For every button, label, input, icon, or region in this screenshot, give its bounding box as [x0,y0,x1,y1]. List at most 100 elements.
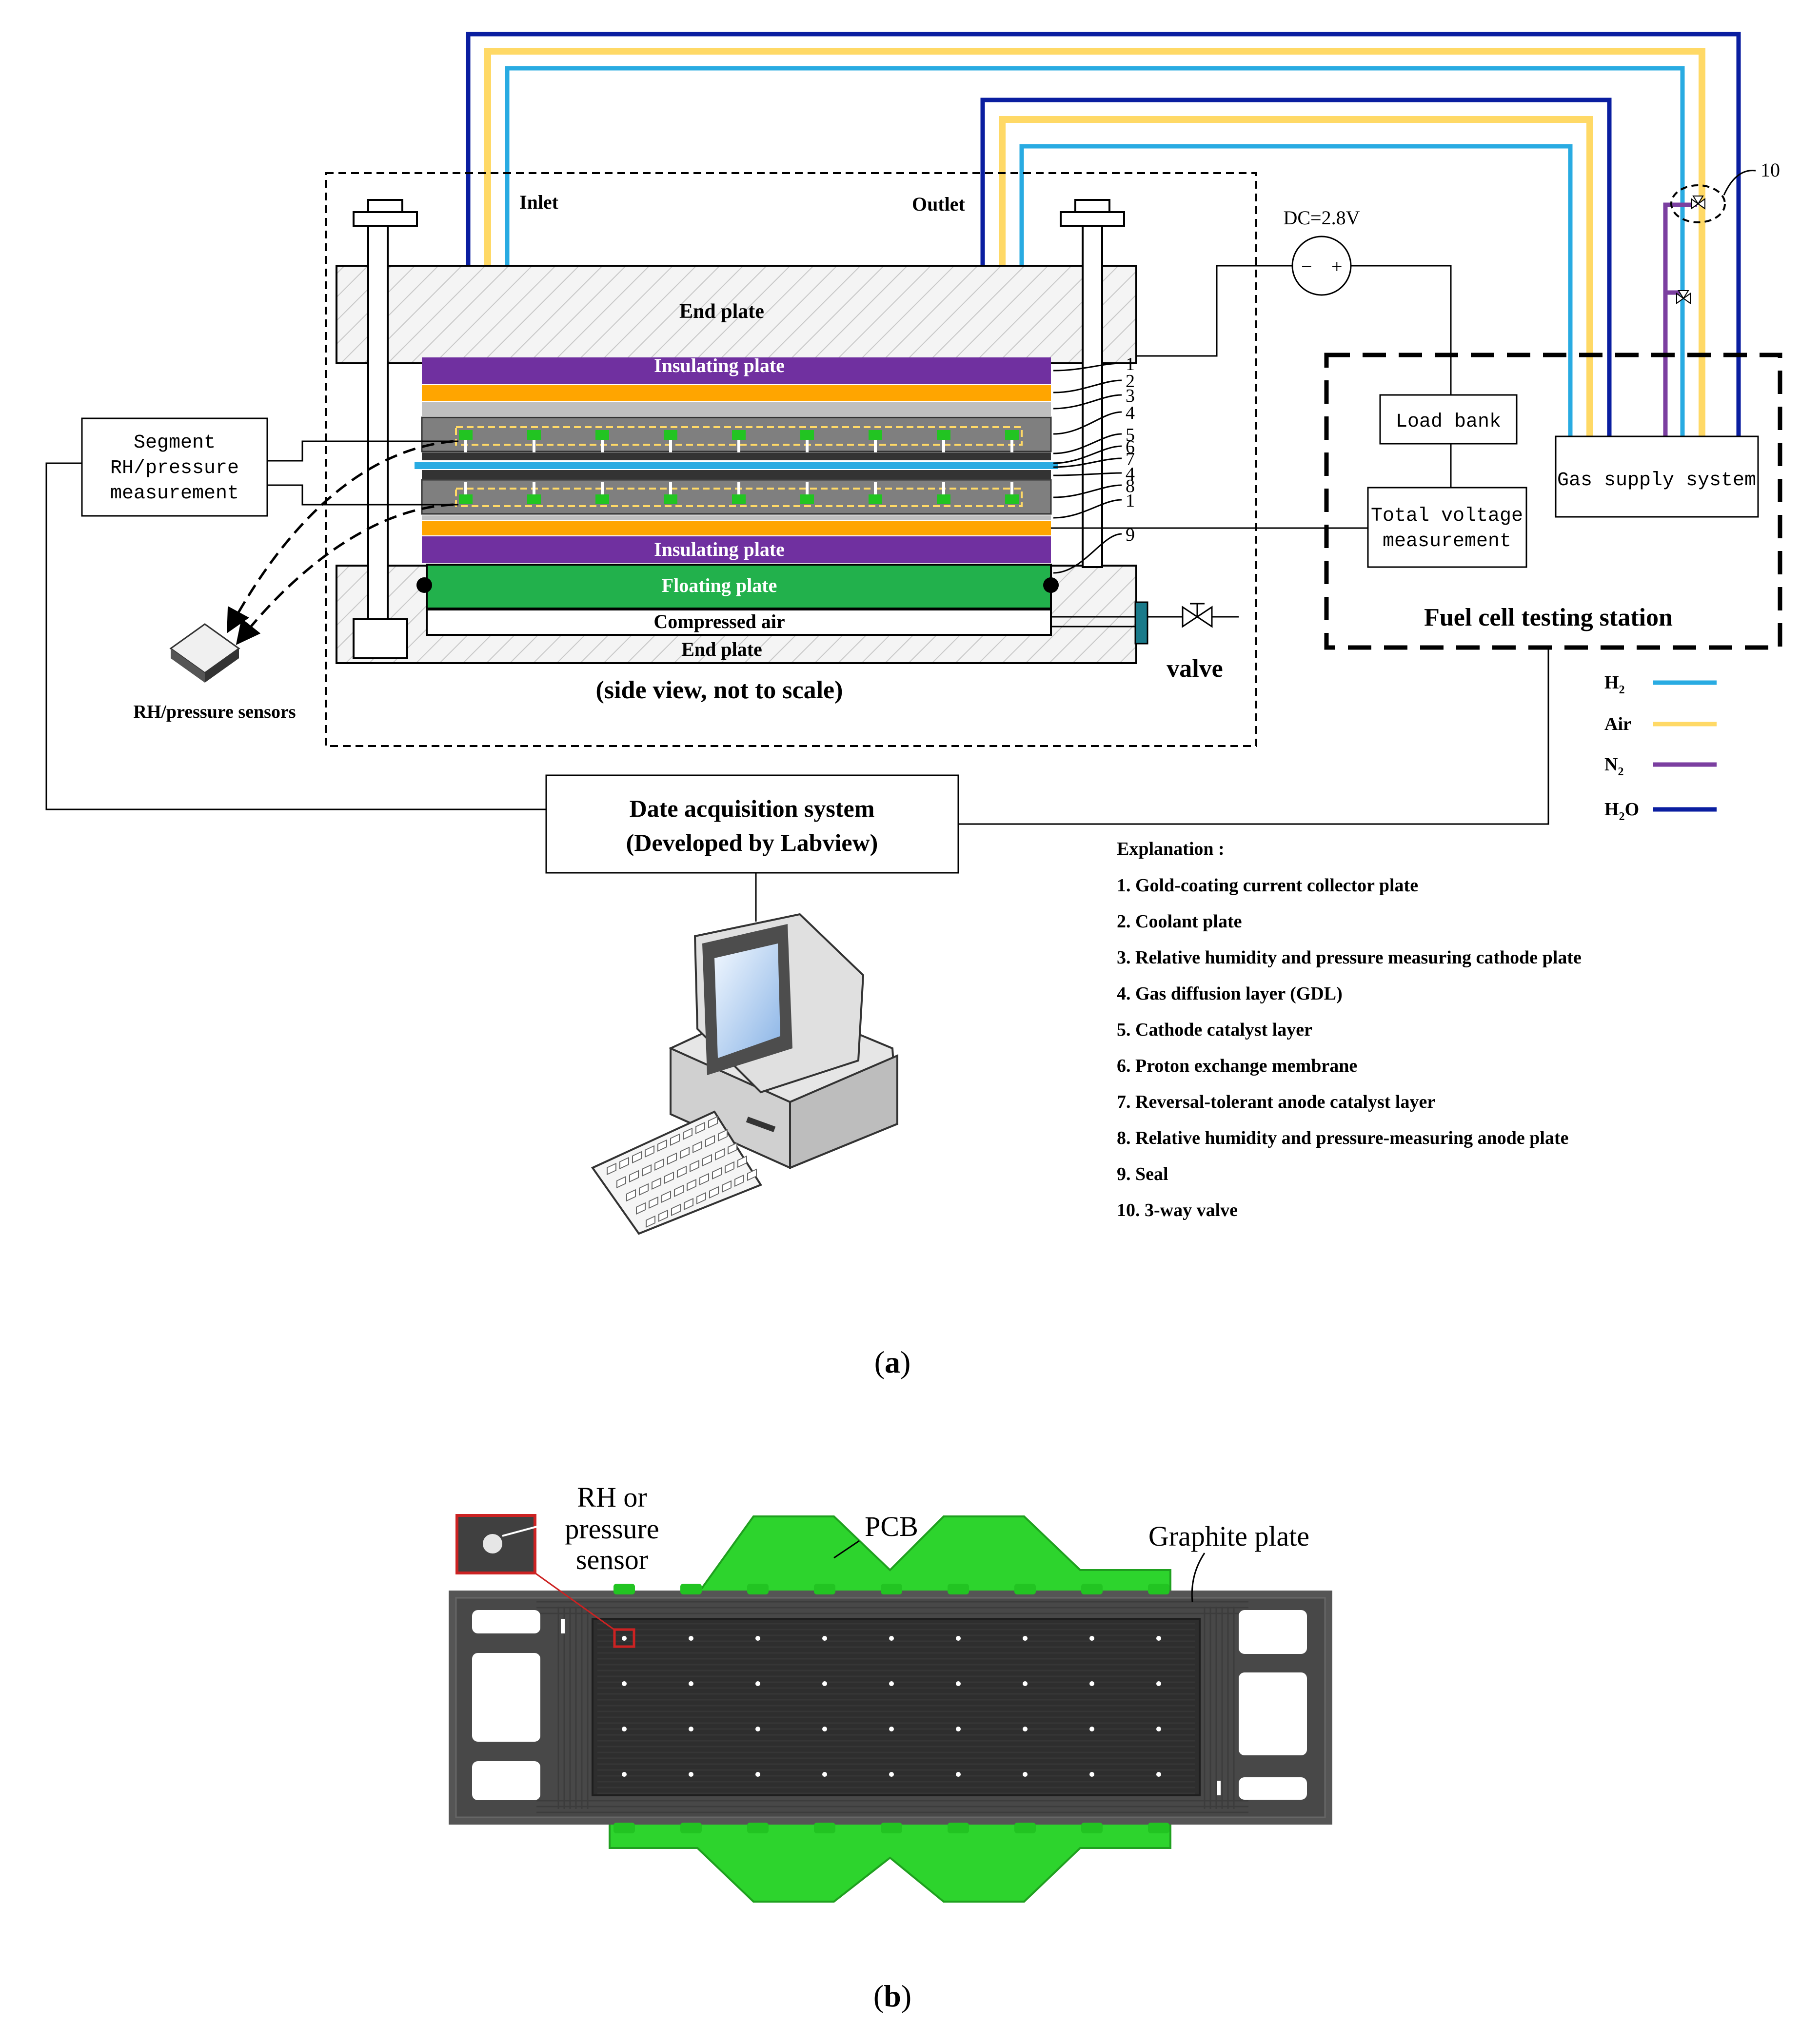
n2-pipe [1663,202,1697,436]
seal-left [416,577,432,593]
compressed-air-label: Compressed air [653,610,785,632]
h2o-pipe-inner [980,98,1612,436]
dc-source: − + DC=2.8V [1051,207,1452,529]
explanation-item: 7. Reversal-tolerant anode catalyst laye… [1117,1092,1435,1112]
air-pipe-outer [484,48,1705,436]
pcb-label: PCB [865,1511,918,1542]
anode-sensor-marker [527,494,541,504]
manifold-ports [472,1610,1307,1800]
alignment-slot [561,1619,565,1633]
segment-wire-cathode [267,440,458,462]
keyboard-key [737,1155,747,1168]
bolt-left [353,199,418,659]
total-voltage-line1: Total voltage [1371,505,1523,527]
graphite-sensor-dot [956,1727,961,1731]
keyboard-key [629,1170,639,1183]
keyboard-key [652,1177,661,1190]
keyboard-key [692,1140,702,1154]
legend-label: N2 [1604,754,1623,778]
cathode-sensor-marker [732,430,746,440]
keyboard-key [680,1146,690,1160]
layer-leader-line [1053,484,1122,498]
seal-right [1043,577,1059,593]
cathode-sensor-stem [737,440,740,452]
keyboard-key [718,1129,728,1142]
manifold-port [1239,1672,1307,1755]
figure-b: RH or pressure sensor PCB Graphite plate… [449,1481,1332,2013]
explanation-item: 10. 3-way valve [1117,1200,1238,1220]
keyboard-key [690,1160,699,1173]
manifold-port [472,1610,540,1633]
svg-text:−: − [1301,256,1312,277]
sensors-label: RH/pressure sensors [133,702,296,722]
dc-voltage-label: DC=2.8V [1283,207,1360,229]
keyboard-key [626,1189,636,1202]
cathode-sensor-marker [800,430,814,440]
rh-pressure-sensor-chip [169,623,240,683]
graphite-sensor-dot [822,1727,827,1731]
layer-leader-line [1053,472,1122,476]
pcb-pad-top [747,1584,769,1594]
sensor-highlight-box [613,1628,635,1648]
segment-line2: RH/pressure [110,457,239,479]
cathode-sensor-stem [669,440,672,452]
sensor-label-line2: pressure [565,1513,659,1545]
bolt-right [1060,199,1125,568]
keyboard-key [708,1116,718,1129]
keyboard-key [674,1184,684,1198]
compressed-air-chamber [426,609,1052,636]
layer-number: 6 [1126,437,1135,457]
layer-number: 1 [1126,354,1135,374]
keyboard-key [671,1203,681,1217]
layer-leader-line [1053,411,1122,435]
graphite-sensor-dot [1023,1772,1028,1777]
layer-leader-line [1053,445,1122,464]
graphite-sensor-dot [755,1681,760,1686]
anode-sensor-marker [800,494,814,504]
segment-box [81,417,268,517]
explanation-item: 2. Coolant plate [1117,911,1242,932]
graphite-label-leader [1191,1553,1206,1602]
outlet-label: Outlet [912,193,966,215]
anode-sensor-marker [664,494,677,504]
anode-sensor-stem [874,482,877,494]
layer-number: 3 [1126,386,1135,406]
graphite-sensor-dot [889,1681,894,1686]
anode-sensor-stem [601,482,604,494]
valve-label: valve [1167,655,1223,683]
anode-sensor-stem [942,482,945,494]
keyboard-key [715,1148,725,1161]
cathode-sensor-zone [455,426,1023,446]
sensor-markers [459,430,1019,504]
anode-sensor-marker [459,494,473,504]
graphite-sensor-dot [1156,1636,1161,1641]
graphite-sensor-dot [889,1727,894,1731]
cathode-sensor-stem [601,440,604,452]
caption-b: (b) [873,1979,911,2013]
daq-box [545,774,959,874]
explanation-item: 1. Gold-coating current collector plate [1117,875,1418,896]
graphite-sensor-dot [1023,1681,1028,1686]
keyboard-key [658,1209,668,1222]
insulating-plate-bottom [422,536,1051,563]
graphite-sensor-dot [956,1636,961,1641]
coolant-plate-top [422,385,1051,401]
pcb-pad-top [814,1584,835,1594]
keyboard-key [642,1164,652,1177]
membrane [415,462,1058,469]
keyboard-key [712,1167,722,1180]
graphite-sensor-dot [755,1636,760,1641]
figure-a: 10 [45,32,1782,1379]
keyboard-key [639,1183,649,1196]
graphite-sensor-dot [1156,1772,1161,1777]
pcb-pad-top [1014,1584,1036,1594]
pcb-pad-top [881,1584,902,1594]
graphite-sensor-dot [1089,1772,1094,1777]
sensor-arrow-2 [236,503,454,645]
graphite-sensor-dot [822,1772,827,1777]
segment-line3: measurement [110,483,239,505]
keyboard-key [645,1145,654,1158]
daq-wire-left [45,462,546,810]
manifold-port [472,1653,540,1742]
explanation-title: Explanation : [1117,839,1225,859]
